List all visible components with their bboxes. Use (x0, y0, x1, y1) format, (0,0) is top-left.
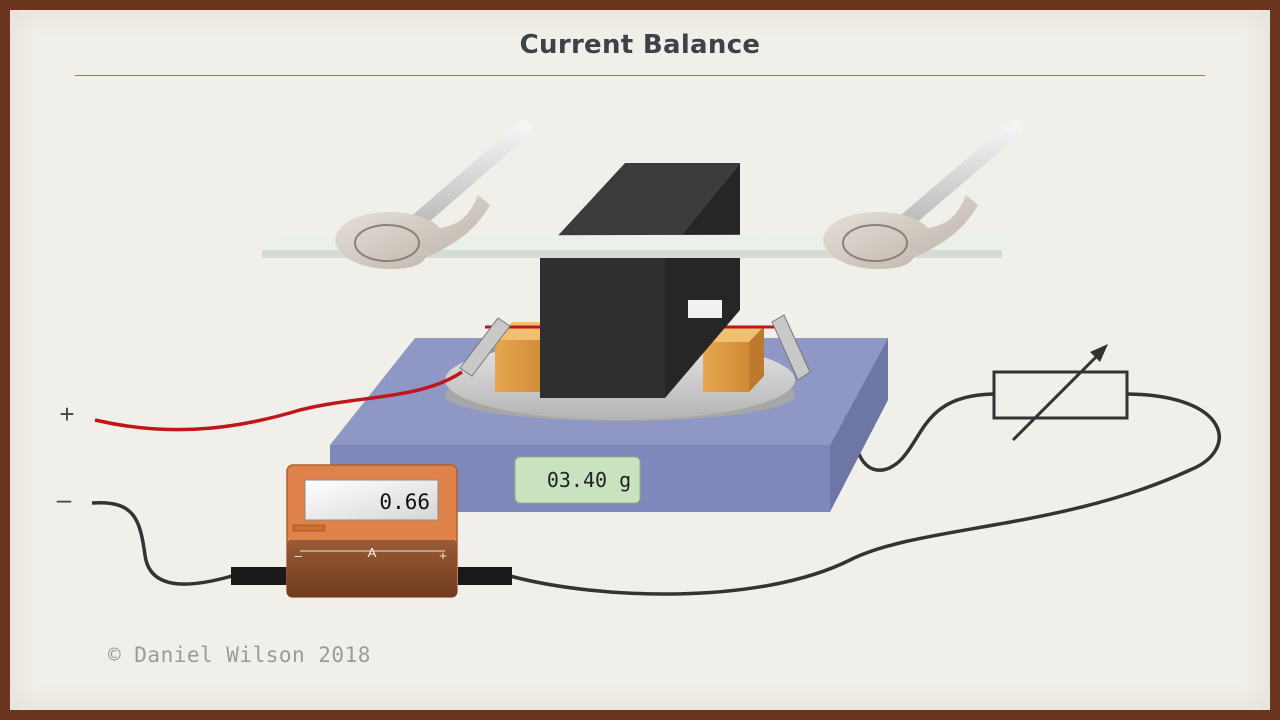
magnet-icon (540, 163, 740, 398)
slide-title: Current Balance (519, 30, 761, 60)
resistor-to-ammeter-wire (509, 392, 1221, 596)
copyright-notice: © Daniel Wilson 2018 (108, 643, 371, 667)
balance-display: 03.40 g (514, 456, 641, 504)
variable-resistor-icon (992, 344, 1129, 442)
ammeter-plus-label: + (439, 548, 447, 563)
balance-reading: 03.40 g (547, 468, 631, 492)
ammeter-unit: A (368, 545, 377, 560)
ammeter: 0.66 A – + (231, 464, 512, 598)
clamp-stand-icon (335, 120, 533, 270)
positive-wire (94, 370, 463, 432)
positive-terminal-label: + (59, 399, 74, 429)
left-crocodile-clip (459, 317, 511, 377)
ammeter-reading: 0.66 (379, 490, 430, 514)
right-crocodile-clip (771, 314, 811, 381)
title-divider (75, 75, 1205, 76)
ammeter-minus-label: – (294, 548, 302, 563)
negative-wire (91, 501, 233, 586)
negative-terminal-label: – (57, 484, 72, 514)
clamp-stand-icon (823, 120, 1023, 270)
